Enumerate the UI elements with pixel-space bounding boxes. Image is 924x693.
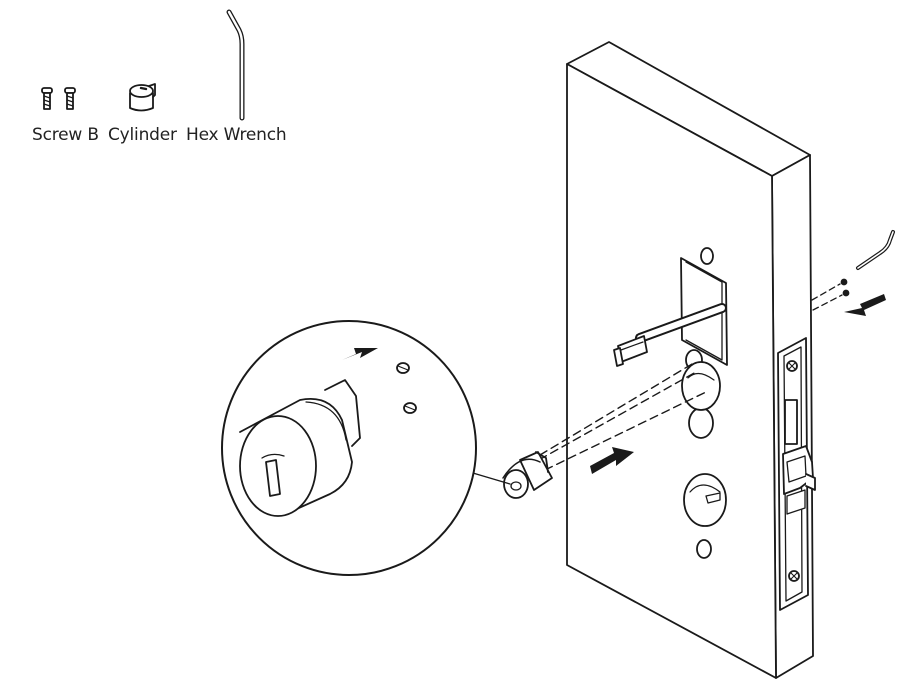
hex-wrench-label: Hex Wrench — [186, 125, 287, 145]
cylinder-icon — [129, 83, 156, 112]
door — [566, 41, 816, 679]
arrow-icon — [590, 447, 634, 474]
cylinder-part — [502, 451, 553, 499]
mortise-faceplate — [777, 337, 816, 611]
hex-wrench-tool — [856, 230, 895, 270]
detail-magnifier — [221, 320, 511, 576]
alignment-lines — [527, 363, 707, 471]
screw-b-label: Screw B — [32, 125, 99, 145]
arrow-icon — [342, 348, 378, 360]
wire-connector-icon — [613, 303, 727, 367]
cylinder-label: Cylinder — [108, 125, 177, 145]
hex-wrench-icon — [226, 9, 245, 121]
arrow-icon — [844, 294, 886, 316]
edge-screws — [811, 278, 850, 311]
detail-screws — [396, 362, 417, 414]
screw-icon — [41, 87, 76, 110]
